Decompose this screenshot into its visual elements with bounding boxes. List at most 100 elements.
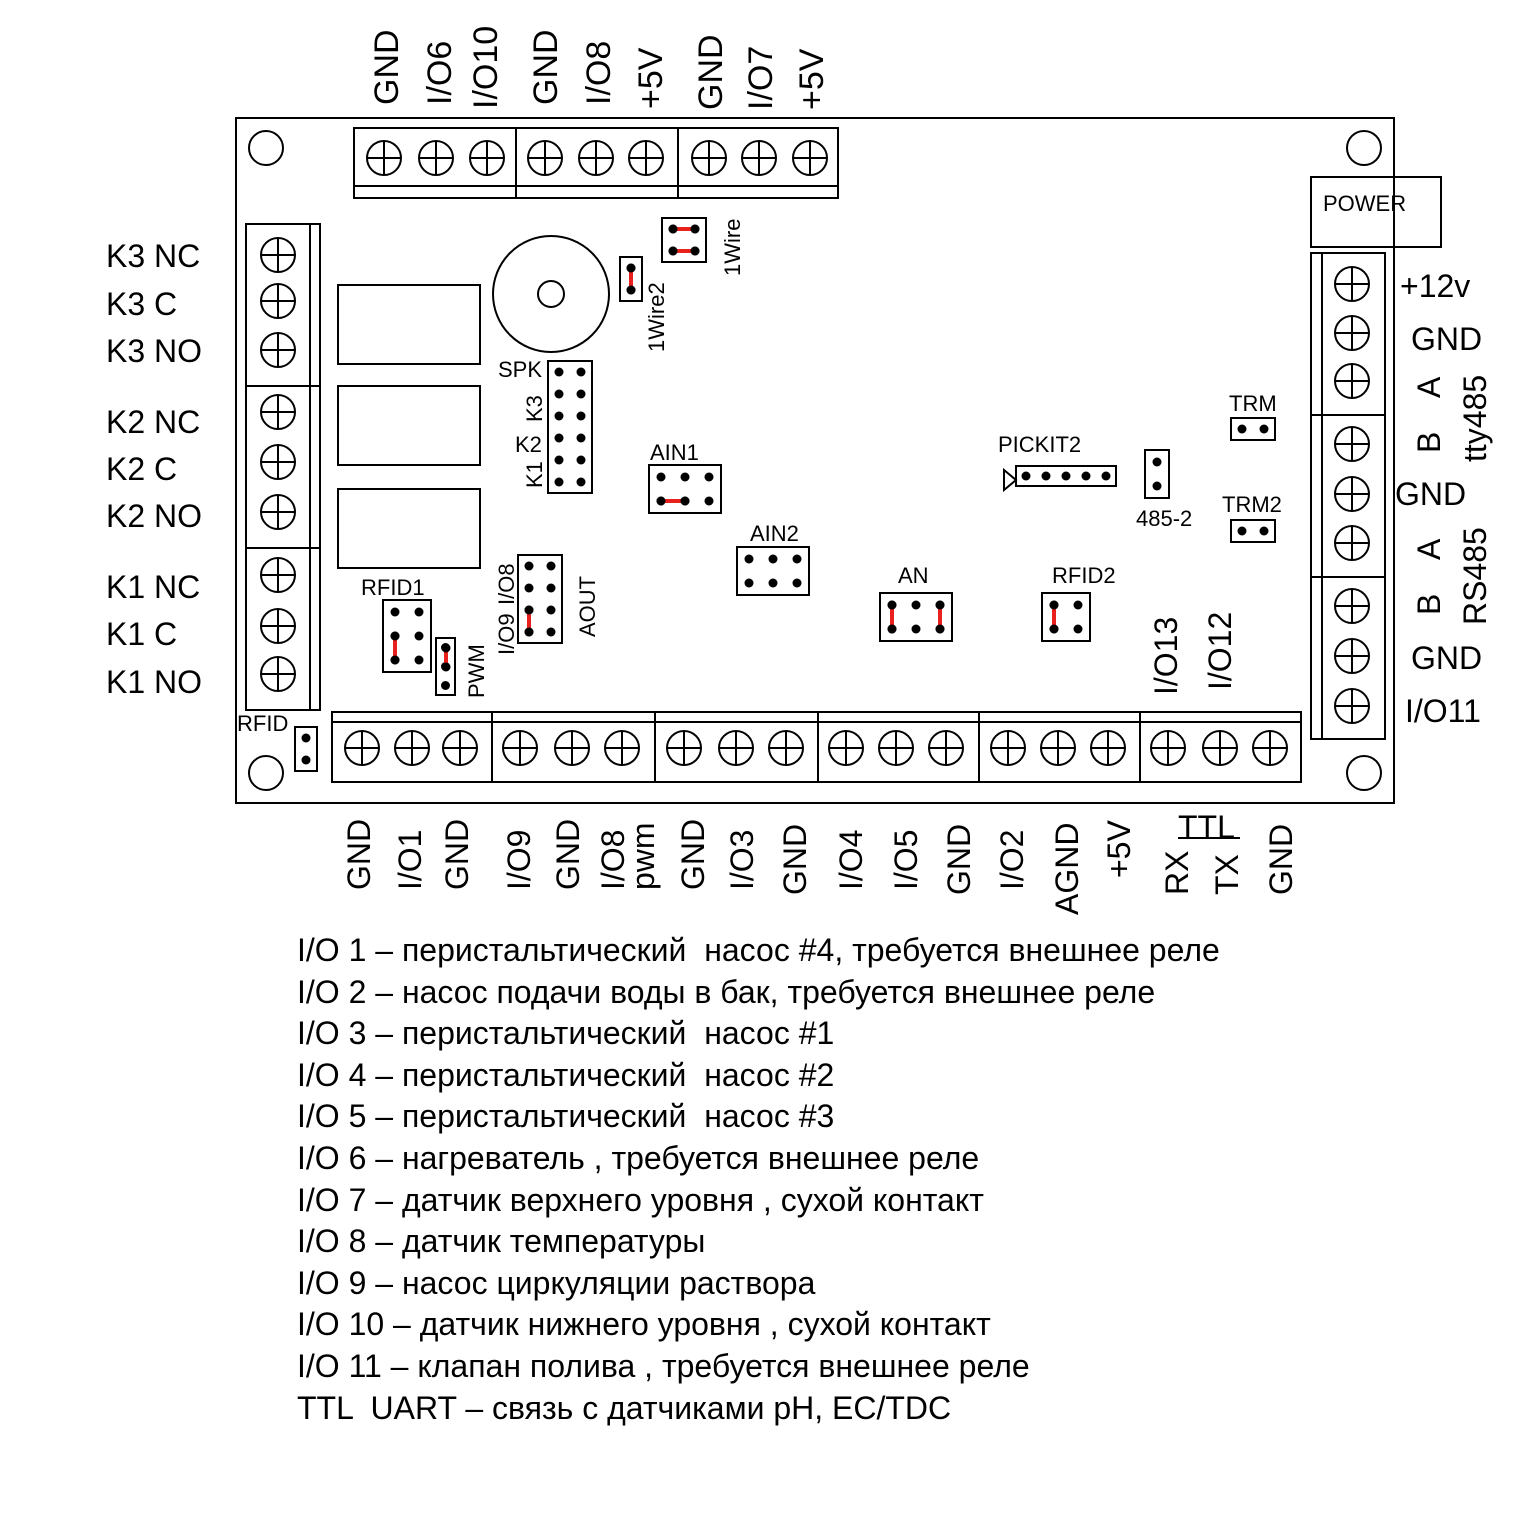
header-pin: [1081, 471, 1091, 481]
legend-item: I/O 7 – датчик верхнего уровня , сухой к…: [297, 1181, 984, 1218]
terminal-screw-icon: [741, 140, 777, 176]
legend-item: TTL UART – связь с датчиками pH, EC/TDC: [297, 1389, 952, 1426]
header-spk-relays: [547, 360, 593, 494]
header-trm: [1230, 417, 1276, 441]
terminal-screw-icon: [604, 730, 640, 766]
bottom-label-16: +5V: [1101, 820, 1137, 878]
header-pickit2: [1015, 465, 1117, 487]
header-pin: [680, 472, 690, 482]
relay-k3: [337, 284, 481, 365]
header-pin: [554, 367, 564, 377]
header-pin: [911, 600, 921, 610]
left-label-6: K2 NO: [106, 498, 202, 534]
header-io9-io8: [517, 554, 563, 644]
pickit2-pin1-arrow: [1003, 467, 1018, 493]
bottom-label-2: I/O1: [392, 830, 428, 890]
k2-header-label: K2: [515, 432, 542, 457]
jumper-shunt: [626, 263, 636, 295]
header-pin: [576, 433, 586, 443]
right-terminal-block: [1310, 252, 1386, 740]
ain1-label: AIN1: [650, 440, 699, 465]
header-pin: [792, 578, 802, 588]
terminal-screw-icon: [527, 140, 563, 176]
header-pin: [768, 554, 778, 564]
left-label-9: K1 NO: [106, 664, 202, 700]
top-label-3: I/O10: [467, 26, 505, 109]
legend-item: I/O 6 – нагреватель , требуется внешнее …: [297, 1139, 980, 1176]
terminal-screw-icon: [666, 730, 702, 766]
terminal-screw-icon: [1090, 730, 1126, 766]
spk-label: SPK: [498, 357, 542, 382]
terminal-screw-icon: [1334, 315, 1370, 351]
terminal-screw-icon: [928, 730, 964, 766]
terminal-block-segment: [1139, 711, 1302, 783]
legend-item: I/O 4 – перистальтический насос #2: [297, 1056, 835, 1093]
legend-item: I/O 3 – перистальтический насос #1: [297, 1015, 835, 1052]
board-outline: [235, 117, 1395, 804]
header-pin: [414, 607, 424, 617]
header-pin: [554, 389, 564, 399]
jumper-shunt: [887, 600, 897, 634]
header-pin: [576, 367, 586, 377]
bottom-label-15: AGND: [1049, 823, 1085, 915]
top-label-8: I/O7: [742, 46, 780, 110]
header-pin: [390, 607, 400, 617]
header-pin: [1259, 424, 1269, 434]
header-pin: [414, 631, 424, 641]
jumper-shunt: [935, 600, 945, 634]
header-pin: [546, 605, 556, 615]
bottom-label-1: GND: [341, 819, 377, 890]
terminal-screw-icon: [1334, 525, 1370, 561]
top-label-7: GND: [692, 34, 730, 110]
header-pin: [554, 433, 564, 443]
rfid-label: RFID: [237, 711, 288, 736]
terminal-screw-icon: [1334, 476, 1370, 512]
terminal-screw-icon: [878, 730, 914, 766]
terminal-screw-icon: [394, 730, 430, 766]
header-pin: [704, 472, 714, 482]
top-terminal-block: [353, 127, 839, 199]
header-rfid2: [1041, 592, 1091, 642]
legend-item: I/O 1 – перистальтический насос #4, треб…: [297, 932, 1220, 968]
left-label-8: K1 C: [106, 616, 177, 652]
terminal-screw-icon: [1334, 638, 1370, 674]
jumper-shunt: [668, 246, 700, 256]
terminal-screw-icon: [260, 237, 296, 273]
header-pin: [1259, 526, 1269, 536]
top-label-5: I/O8: [580, 41, 618, 105]
header-pin: [768, 578, 778, 588]
terminal-screw-icon: [260, 444, 296, 480]
top-label-1: GND: [368, 29, 406, 105]
header-pin: [1237, 526, 1247, 536]
header-pin: [1041, 471, 1051, 481]
jumper-shunt: [390, 631, 400, 665]
bottom-label-19: GND: [1263, 824, 1299, 895]
rfid2-label: RFID2: [1052, 563, 1116, 588]
header-pin: [744, 554, 754, 564]
bottom-label-18: TX: [1209, 854, 1245, 895]
header-pin: [301, 733, 311, 743]
terminal-screw-icon: [990, 730, 1026, 766]
header-pin: [546, 627, 556, 637]
top-label-4: GND: [527, 29, 565, 105]
bottom-label-8: GND: [675, 819, 711, 890]
io13-label: I/O13: [1148, 617, 1184, 695]
left-label-1: K3 NC: [106, 238, 200, 274]
jumper-shunt: [441, 643, 451, 672]
terminal-screw-icon: [1252, 730, 1288, 766]
legend-item: I/O 9 – насос циркуляции раствора: [297, 1264, 816, 1301]
right-label-5: GND: [1395, 476, 1466, 512]
terminal-screw-icon: [554, 730, 590, 766]
header-pin: [911, 624, 921, 634]
left-terminal-block: [245, 223, 321, 711]
bottom-label-9: I/O3: [724, 830, 760, 890]
header-pin: [1021, 471, 1031, 481]
bottom-label-3: GND: [439, 819, 475, 890]
terminal-screw-icon: [768, 730, 804, 766]
right-label-2: GND: [1411, 321, 1482, 357]
terminal-screw-icon: [1334, 588, 1370, 624]
terminal-screw-icon: [260, 494, 296, 530]
terminal-screw-icon: [260, 656, 296, 692]
header-pin: [576, 411, 586, 421]
left-label-4: K2 NC: [106, 404, 200, 440]
